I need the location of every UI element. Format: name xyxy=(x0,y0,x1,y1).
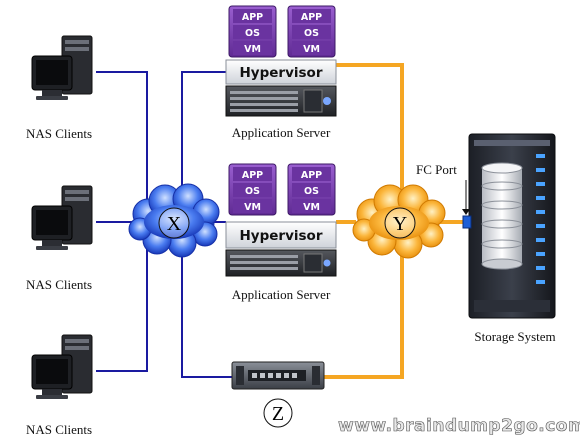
nas-client-3 xyxy=(31,334,93,399)
nas-client-3-label: NAS Clients xyxy=(26,422,92,437)
vm-os-label: OS xyxy=(304,28,319,39)
vm-app-label: APP xyxy=(242,170,263,181)
vm-os-label: OS xyxy=(245,186,260,197)
application-server-2-label: Application Server xyxy=(232,287,331,302)
fc-port-pointer xyxy=(462,180,470,215)
vm-stack-2a: APP OS VM xyxy=(228,163,277,216)
link-client3-to-x xyxy=(96,245,148,372)
application-server-1: APP OS VM APP OS VM Hypervisor xyxy=(225,5,337,117)
watermark-text: www.braindump2go.com xyxy=(338,416,580,436)
fc-network-links xyxy=(324,63,466,379)
vm-stack-1b: APP OS VM xyxy=(287,5,336,58)
storage-system-label: Storage System xyxy=(474,329,555,344)
link-server1-to-y xyxy=(336,63,404,196)
nas-client-1 xyxy=(31,35,93,100)
network-cloud-x: X xyxy=(128,183,220,258)
link-client1-to-x xyxy=(96,71,148,200)
vm-app-label: APP xyxy=(301,170,322,181)
cloud-y-label: Y xyxy=(393,213,407,235)
hypervisor-bar xyxy=(225,59,337,85)
hypervisor-label: Hypervisor xyxy=(240,65,323,81)
fc-port-label: FC Port xyxy=(416,162,457,177)
link-x-to-server1 xyxy=(181,71,226,200)
fc-port xyxy=(462,215,472,229)
nas-client-2 xyxy=(31,185,93,250)
vm-vm-label: VM xyxy=(303,202,320,213)
storage-system xyxy=(468,133,556,319)
application-server-1-label: Application Server xyxy=(232,125,331,140)
disk-stack xyxy=(481,162,523,270)
vm-os-label: OS xyxy=(245,28,260,39)
vm-vm-label: VM xyxy=(244,44,261,55)
cloud-x-label: X xyxy=(167,213,182,235)
vm-vm-label: VM xyxy=(303,44,320,55)
vm-stack-2b: APP OS VM xyxy=(287,163,336,216)
device-z-label: Z xyxy=(272,403,284,425)
server-chassis xyxy=(225,85,337,117)
device-z xyxy=(231,361,325,390)
link-z-to-y xyxy=(324,250,404,379)
link-x-to-z xyxy=(181,245,232,378)
vm-stack-1a: APP OS VM xyxy=(228,5,277,58)
vm-os-label: OS xyxy=(304,186,319,197)
nas-client-1-label: NAS Clients xyxy=(26,126,92,141)
vm-app-label: APP xyxy=(301,12,322,23)
ip-network-links xyxy=(96,71,232,378)
hypervisor-bar xyxy=(225,221,337,249)
hypervisor-label: Hypervisor xyxy=(240,228,323,244)
server-chassis xyxy=(225,249,337,277)
application-server-2: APP OS VM APP OS VM Hypervisor xyxy=(225,163,337,277)
network-cloud-y: Y xyxy=(352,184,446,259)
vm-app-label: APP xyxy=(242,12,263,23)
nas-client-2-label: NAS Clients xyxy=(26,277,92,292)
device-z-marker: Z xyxy=(263,398,293,428)
vm-vm-label: VM xyxy=(244,202,261,213)
